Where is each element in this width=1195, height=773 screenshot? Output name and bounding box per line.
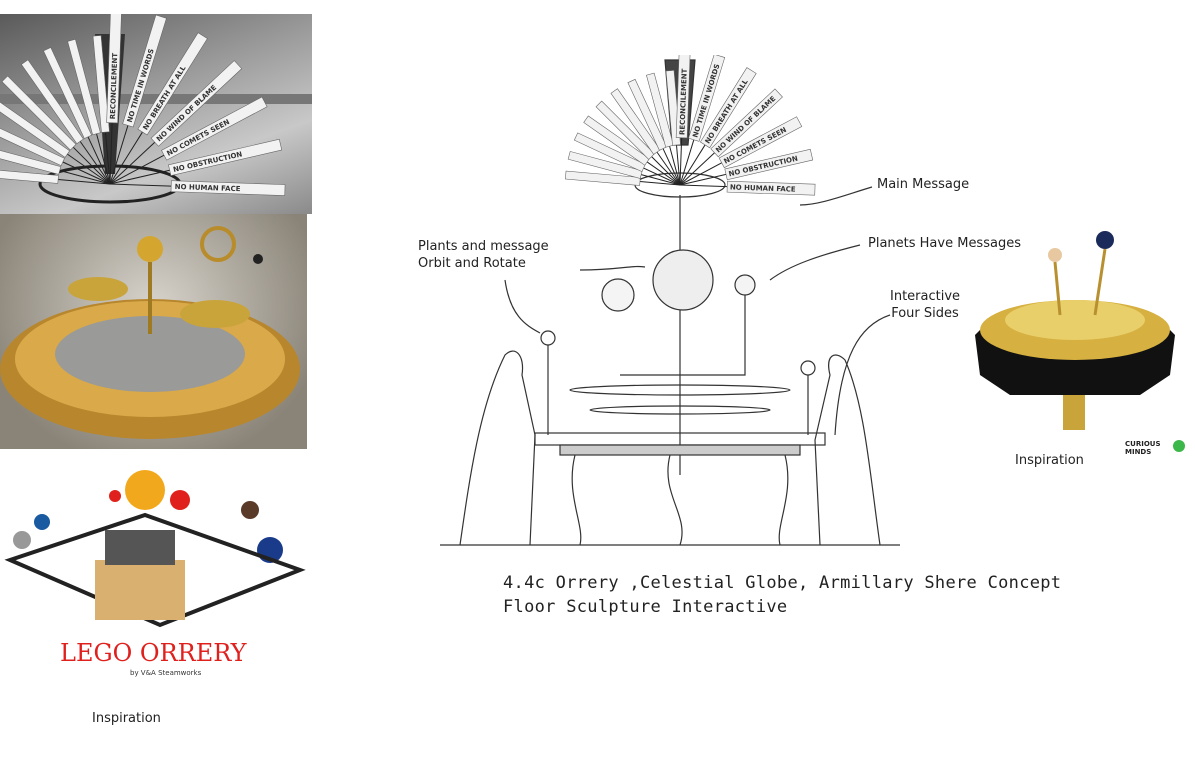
annotation-plants-line1: Plants and message: [418, 239, 549, 254]
message-strip-text: NO HUMAN FACE: [730, 183, 796, 193]
caption-line1: 4.4c Orrery ,Celestial Globe, Armillary …: [503, 573, 1062, 593]
message-strip-text: RECONCILEMENT: [678, 68, 688, 135]
message-strip: [573, 132, 681, 186]
logo-brain-icon: [1173, 440, 1185, 452]
inspiration-label-left: Inspiration: [92, 711, 161, 726]
message-strip: [0, 166, 111, 185]
annotation-plants-line2: Orbit and Rotate: [418, 256, 526, 271]
logo-text: CURIOUS MINDS: [1125, 440, 1161, 456]
message-strip: [67, 38, 111, 185]
annotation-interactive-line2: Four Sides: [891, 306, 959, 321]
annotation-interactive: Interactive Four Sides: [890, 288, 960, 322]
lego-title: LEGO ORRERY: [60, 639, 247, 667]
brass-orrery-photo: [0, 214, 307, 449]
message-strip: [610, 88, 681, 186]
message-strip: RECONCILEMENT: [675, 55, 691, 186]
concept-caption: 4.4c Orrery ,Celestial Globe, Armillary …: [503, 571, 1061, 619]
inspiration-label-right: Inspiration: [1015, 453, 1084, 468]
message-strip-text: RECONCILEMENT: [109, 53, 119, 120]
message-strip: NO HUMAN FACE: [679, 180, 816, 196]
message-strip: [1, 75, 111, 185]
message-strip: RECONCILEMENT: [106, 14, 122, 185]
message-strip: [567, 151, 681, 186]
message-strip: [92, 35, 111, 185]
lego-orrery-photo: LEGO ORRERY by V&A Steamworks: [0, 450, 307, 685]
lego-subtitle: by V&A Steamworks: [130, 669, 202, 677]
message-strip: [595, 100, 681, 186]
annotation-main-message: Main Message: [877, 177, 970, 192]
caption-line2: Floor Sculpture Interactive: [503, 597, 788, 617]
message-strip: [627, 78, 681, 186]
message-strip: [583, 115, 681, 186]
annotation-plants-orbit: Plants and message Orbit and Rotate: [418, 238, 549, 272]
annotation-planets-messages: Planets Have Messages: [868, 236, 1021, 251]
message-strip: [646, 72, 681, 186]
gold-orrery-photo: [955, 225, 1195, 440]
message-strip: [20, 59, 111, 185]
message-strip: [0, 94, 111, 185]
message-strip: [43, 47, 111, 185]
message-strip: [0, 141, 111, 185]
message-strip: NO HUMAN FACE: [109, 180, 286, 196]
message-strip: [565, 170, 681, 186]
curious-minds-logo: CURIOUS MINDS: [1125, 440, 1195, 464]
message-strip: [0, 117, 111, 185]
annotation-interactive-line1: Interactive: [890, 289, 961, 304]
message-strip-text: NO HUMAN FACE: [175, 183, 241, 193]
